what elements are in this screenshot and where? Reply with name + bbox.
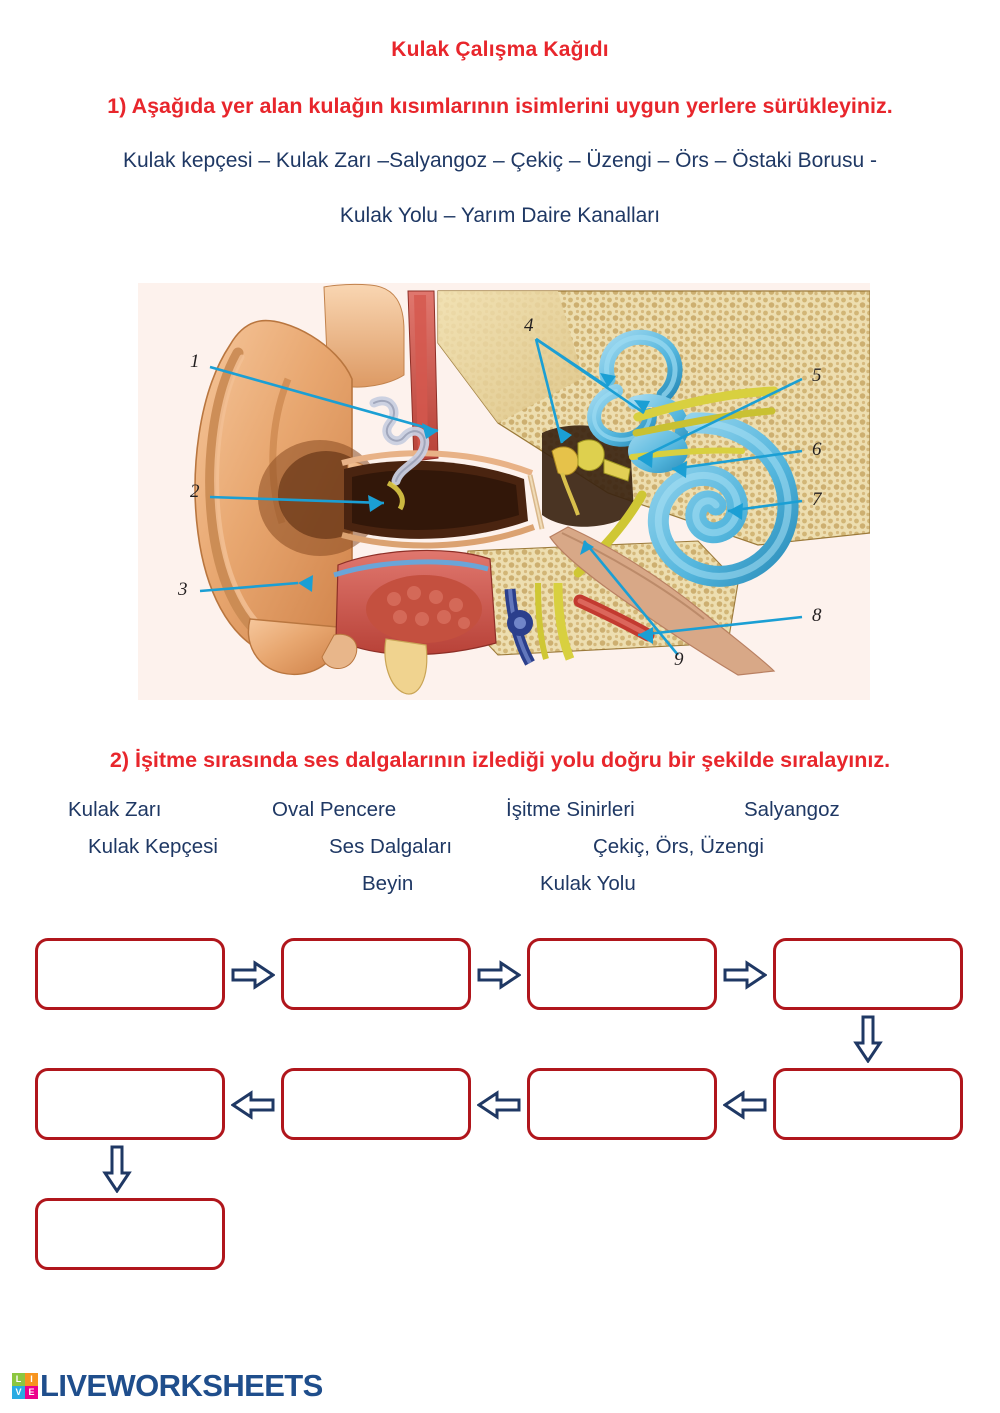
diagram-number-1: 1	[190, 351, 200, 372]
diagram-number-8: 8	[812, 605, 822, 626]
diagram-number-9: 9	[674, 649, 684, 670]
diagram-number-2: 2	[190, 481, 200, 502]
word-kulak-kepcesi[interactable]: Kulak Kepçesi	[88, 835, 218, 858]
logo-tiles: L I V E	[12, 1373, 38, 1399]
diagram-number-5: 5	[812, 365, 822, 386]
diagram-number-4: 4	[524, 315, 534, 336]
logo-tile-l: L	[12, 1373, 25, 1386]
arrow-right-2	[477, 960, 521, 990]
uvula	[384, 638, 428, 695]
diagram-number-3: 3	[177, 579, 188, 600]
ear-anatomy-diagram: 1 2 3 4 5 6 7 8 9	[138, 283, 870, 700]
word-kulak-yolu[interactable]: Kulak Yolu	[540, 872, 636, 895]
answer-box-1[interactable]	[35, 938, 225, 1010]
question-1-word-bank-line-2: Kulak Yolu – Yarım Daire Kanalları	[339, 204, 661, 227]
question-1-prompt: 1) Aşağıda yer alan kulağın kısımlarının…	[107, 94, 893, 118]
answer-box-3[interactable]	[527, 938, 717, 1010]
word-beyin[interactable]: Beyin	[362, 872, 414, 895]
word-cekic-ors-uzengi[interactable]: Çekiç, Örs, Üzengi	[593, 835, 764, 858]
logo-tile-e: E	[25, 1386, 38, 1399]
answer-box-6[interactable]	[281, 1068, 471, 1140]
arrow-left-2	[477, 1090, 521, 1120]
head-skin	[323, 283, 405, 388]
answer-flowchart	[0, 920, 1000, 1320]
answer-box-7[interactable]	[35, 1068, 225, 1140]
arrow-right-3	[723, 960, 767, 990]
answer-box-2[interactable]	[281, 938, 471, 1010]
word-bank-row: Beyin Kulak Yolu	[0, 872, 1000, 909]
arrow-down-2	[102, 1145, 132, 1193]
word-salyangoz[interactable]: Salyangoz	[744, 798, 840, 821]
question-2-word-bank: Kulak Zarı Oval Pencere İşitme Sinirleri…	[0, 798, 1000, 909]
callout-lines	[199, 337, 803, 656]
word-bank-row: Kulak Zarı Oval Pencere İşitme Sinirleri…	[0, 798, 1000, 835]
diagram-number-7: 7	[812, 489, 823, 510]
arrow-left-1	[231, 1090, 275, 1120]
word-bank-row: Kulak Kepçesi Ses Dalgaları Çekiç, Örs, …	[0, 835, 1000, 872]
answer-box-5[interactable]	[773, 1068, 963, 1140]
word-kulak-zari[interactable]: Kulak Zarı	[68, 798, 162, 821]
arrow-down-1	[853, 1015, 883, 1063]
incus-bone	[577, 439, 605, 472]
answer-box-4[interactable]	[773, 938, 963, 1010]
page-title: Kulak Çalışma Kağıdı	[391, 38, 609, 61]
question-2-prompt: 2) İşitme sırasında ses dalgalarının izl…	[109, 748, 891, 772]
liveworksheets-logo: L I V E LIVEWORKSHEETS	[12, 1368, 323, 1404]
arrow-right-1	[231, 960, 275, 990]
stapes-bone	[603, 458, 631, 482]
word-oval-pencere[interactable]: Oval Pencere	[272, 798, 397, 821]
arrow-left-3	[723, 1090, 767, 1120]
answer-box-9[interactable]	[35, 1198, 225, 1270]
word-isitme-sinirleri[interactable]: İşitme Sinirleri	[506, 798, 635, 821]
auditory-nerve	[573, 386, 779, 578]
cochlea	[647, 412, 799, 587]
eustachian-tube	[549, 526, 776, 676]
logo-wordmark: LIVEWORKSHEETS	[40, 1368, 323, 1403]
callout-numbers: 1 2 3 4 5 6 7 8 9	[177, 315, 823, 670]
blood-vessels	[504, 582, 655, 666]
logo-tile-v: V	[12, 1386, 25, 1399]
question-1-word-bank-line-1: Kulak kepçesi – Kulak Zarı –Salyangoz – …	[122, 149, 877, 172]
callout-arrowheads	[298, 373, 743, 644]
logo-tile-i: I	[25, 1373, 38, 1386]
word-ses-dalgalari[interactable]: Ses Dalgaları	[329, 835, 453, 858]
answer-box-5-b[interactable]	[527, 1068, 717, 1140]
diagram-number-6: 6	[812, 439, 822, 460]
